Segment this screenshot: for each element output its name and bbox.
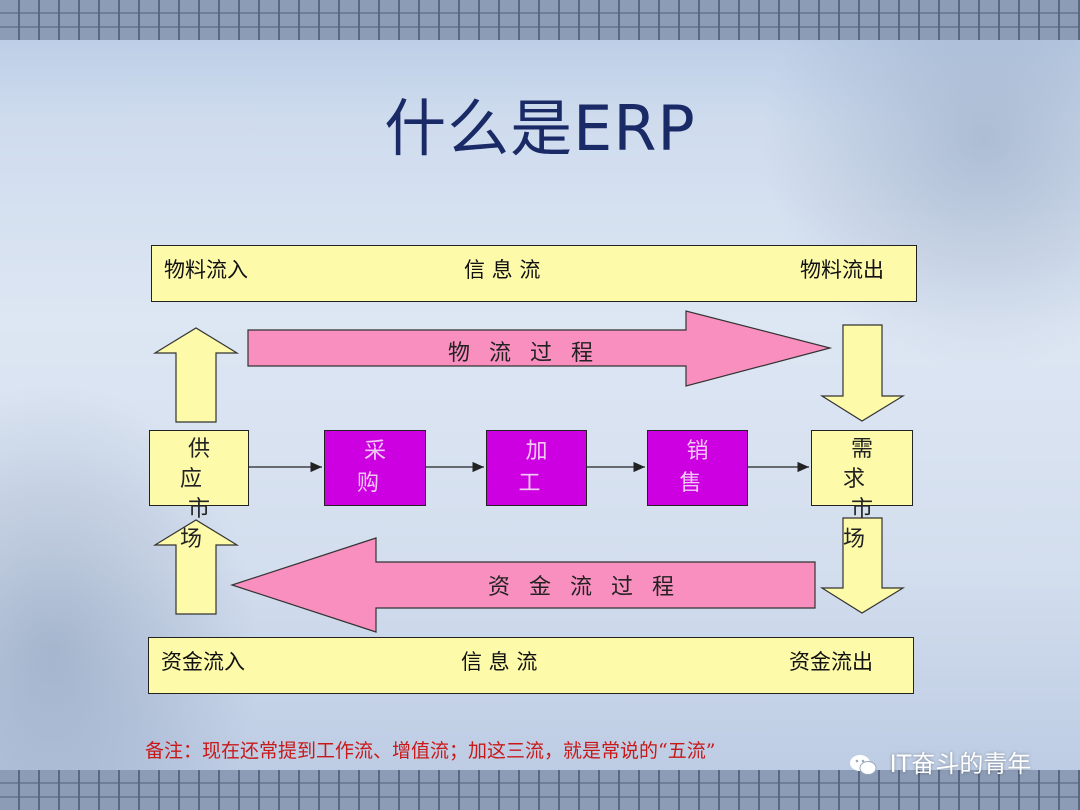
demand-market-line2: 市 场 (842, 497, 889, 552)
material-flow-arrow (247, 310, 833, 387)
slide-title: 什么是ERP (384, 92, 696, 165)
up-arrow-bottom (152, 519, 240, 615)
watermark: IT奋斗的青年 (848, 744, 1031, 779)
up-arrow-top (152, 327, 240, 423)
supply-market-box: 供 应 市 场 (149, 430, 249, 552)
demand-market-box: 需 求 市 场 (811, 430, 913, 552)
background-wall-image-right (760, 40, 1080, 370)
bottom-info-band: 资金流入 信 息 流 资金流出 (148, 637, 914, 694)
capital-flow-arrow (230, 537, 816, 633)
down-arrow-bottom (819, 517, 906, 614)
watermark-text: IT奋斗的青年 (889, 750, 1032, 778)
info-flow-label-top: 信 息 流 (464, 258, 541, 282)
material-outflow-label: 物料流出 (800, 258, 884, 282)
demand-market-line1: 需 求 (842, 437, 889, 492)
footnote: 备注：现在还常提到工作流、增值流；加这三流，就是常说的“五流” (145, 740, 716, 762)
material-inflow-label: 物料流入 (164, 258, 248, 282)
top-border-pattern (0, 0, 1080, 40)
sales-box: 销 售 (647, 430, 748, 506)
wechat-icon (850, 755, 877, 775)
supply-market-line2: 市 场 (179, 497, 226, 552)
capital-inflow-label: 资金流入 (161, 650, 245, 674)
info-flow-label-bottom: 信 息 流 (461, 650, 538, 674)
processing-box: 加 工 (486, 430, 587, 506)
capital-flow-label: 资 金 流 过 程 (488, 575, 680, 600)
down-arrow-top (819, 324, 906, 422)
procurement-box: 采 购 (324, 430, 426, 506)
supply-market-line1: 供 应 (179, 437, 226, 492)
capital-outflow-label: 资金流出 (789, 650, 873, 674)
top-info-band: 物料流入 信 息 流 物料流出 (151, 245, 917, 302)
material-flow-label: 物 流 过 程 (448, 341, 599, 366)
bottom-border-pattern (0, 770, 1080, 810)
